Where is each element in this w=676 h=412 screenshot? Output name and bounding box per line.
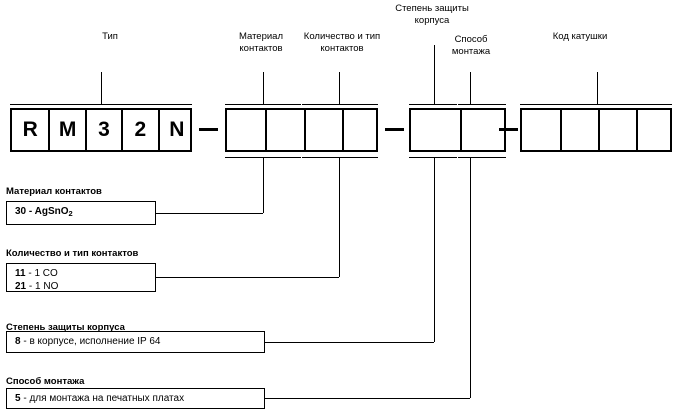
legend-contact-material: 30 - AgSnO2 [6,201,156,225]
contacts-cell-3 [303,110,342,150]
connector-contact-material-h [156,213,263,214]
connector-contact-count-v [339,157,340,277]
coil-cell-1 [522,110,560,150]
contacts-cell-4 [341,110,380,150]
leader-contact-count-type [339,72,340,105]
bracket-bottom-mounting [458,157,506,158]
type-cell-2-text: M [58,118,77,141]
type-cell-5-text: N [169,118,185,141]
connector-contact-count-h [156,277,339,278]
legend-contact-count-rest-1: - 1 CO [25,268,58,279]
legend-protection-title: Степень защиты корпуса [6,322,125,333]
legend-protection: 8 - в корпусе, исполнение IP 64 [6,331,265,353]
legend-contact-material-row-1: 30 - AgSnO2 [15,205,155,218]
legend-contact-count: 11 - 1 CO 21 - 1 NO [6,263,156,292]
legend-mounting-row-1: 5 - для монтажа на печатных платах [15,392,264,405]
legend-mounting-code: 5 [15,393,21,404]
legend-contact-count-code-1: 11 [15,268,26,279]
bracket-top-protection [409,104,457,105]
bracket-top-coil [520,104,672,105]
legend-contact-material-sub: 2 [68,209,73,218]
leader-type [101,72,102,105]
protection-cell-1 [411,110,460,150]
coil-cell-2 [560,110,598,150]
separator-dash-1 [199,128,218,131]
label-type: Тип [60,31,160,43]
label-coil-code: Код катушки [552,31,608,42]
mounting-cell-1 [459,110,509,150]
connector-contact-material-v [263,157,264,213]
label-type-text: Тип [102,31,118,42]
legend-mounting: 5 - для монтажа на печатных платах [6,388,265,409]
type-cell-5: N [157,110,194,150]
legend-contact-count-title: Количество и тип контактов [6,248,139,259]
connector-protection-v [434,157,435,342]
legend-protection-code: 8 [15,336,21,347]
legend-protection-rest: - в корпусе, исполнение IP 64 [20,336,161,347]
legend-contact-count-row-2: 21 - 1 NO [15,280,155,293]
type-cell-1: R [12,110,48,150]
legend-contact-count-rest-2: - 1 NO [26,281,59,292]
leader-mounting-method [470,72,471,105]
bracket-top-type [10,104,192,105]
contacts-cell-2 [265,110,303,150]
separator-dash-3 [499,128,518,131]
bracket-top-mounting [458,104,506,105]
bracket-top-contact-count [302,104,378,105]
leader-protection-degree [434,45,435,105]
legend-contact-count-row-1: 11 - 1 CO [15,267,155,280]
type-cell-1-text: R [22,118,38,141]
type-cell-2: M [48,110,84,150]
connector-mounting-v [470,157,471,398]
type-cell-4: 2 [121,110,157,150]
legend-mounting-rest: - для монтажа на печатных платах [20,393,185,404]
separator-dash-2 [385,128,404,131]
leader-contact-material [263,72,264,105]
legend-contact-material-title: Материал контактов [6,186,102,197]
connector-mounting-h [265,398,470,399]
protection-mounting-code-boxes [409,108,506,152]
type-code-boxes: R M 3 2 N [10,108,192,152]
legend-mounting-title: Способ монтажа [6,376,85,387]
type-cell-3: 3 [84,110,121,150]
type-cell-4-text: 2 [134,118,147,141]
bracket-bottom-contact-count [302,157,378,158]
leader-coil-code [597,72,598,105]
bracket-top-contact-material [225,104,301,105]
legend-contact-count-code-2: 21 [15,281,27,292]
coil-code-boxes [520,108,672,152]
type-cell-3-text: 3 [98,118,110,141]
contacts-code-boxes [225,108,378,152]
contacts-cell-1 [227,110,265,150]
coil-cell-3 [598,110,636,150]
legend-protection-row-1: 8 - в корпусе, исполнение IP 64 [15,335,264,348]
coil-cell-4 [636,110,674,150]
connector-protection-h [265,342,434,343]
legend-contact-material-code: 30 - AgSnO [15,206,69,217]
bracket-bottom-protection [409,157,457,158]
